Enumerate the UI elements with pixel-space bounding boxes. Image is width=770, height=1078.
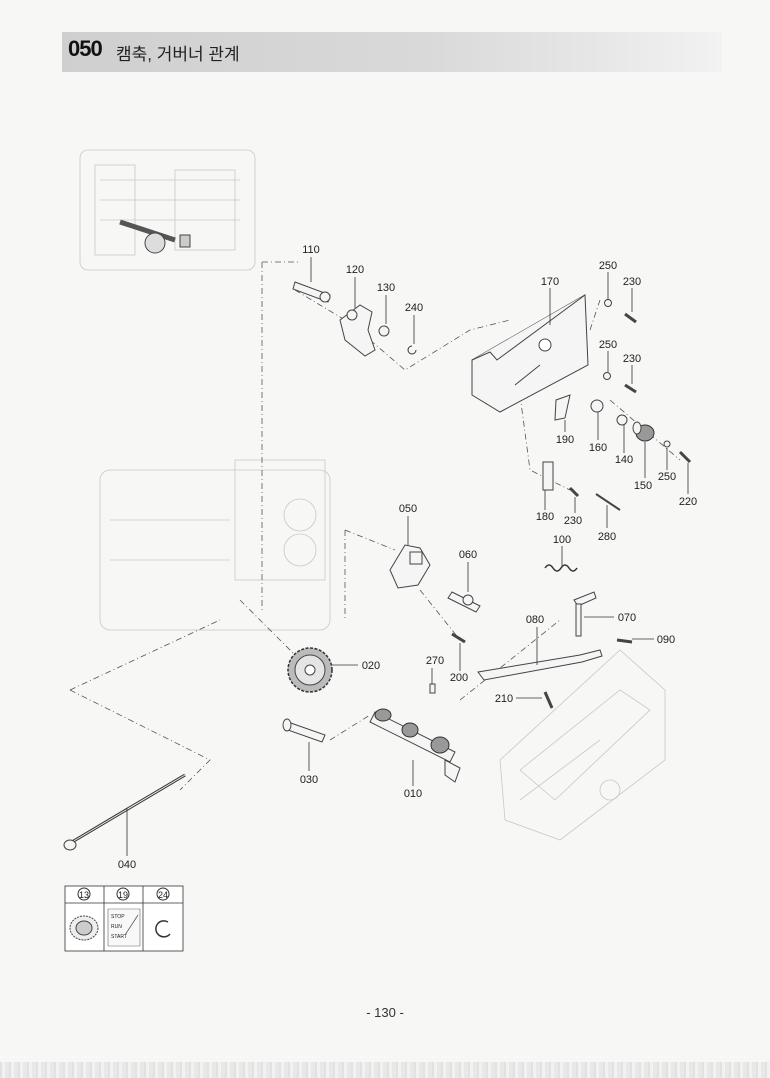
engine-ghost-top <box>79 149 256 271</box>
page-number: - 130 - <box>366 1005 404 1020</box>
legend-plate-detail: STOP RUN START <box>107 908 141 947</box>
part-180-bracket <box>542 461 554 491</box>
part-160-washer <box>590 399 604 413</box>
label-020: 020 <box>362 660 380 672</box>
part-150-knob <box>632 421 655 442</box>
label-270: 270 <box>426 655 444 667</box>
part-250-washer-mid <box>603 372 611 380</box>
label-190: 190 <box>556 434 574 446</box>
part-030-shaft <box>282 718 326 743</box>
legend-gear-detail <box>69 915 99 941</box>
part-230-bolt-top <box>624 312 637 324</box>
part-140-clip <box>616 414 628 426</box>
part-090-bolt <box>616 638 633 644</box>
label-200: 200 <box>450 672 468 684</box>
part-070-lever <box>573 591 597 637</box>
part-270-key <box>429 683 436 694</box>
legend-circle-19 <box>116 887 130 901</box>
label-170: 170 <box>541 276 559 288</box>
label-090: 090 <box>657 634 675 646</box>
part-120-bracket <box>339 304 376 357</box>
assembly-lines <box>69 261 681 791</box>
label-110: 110 <box>302 244 320 256</box>
part-240-clip <box>407 345 417 355</box>
part-130-gear <box>378 325 390 337</box>
part-280-long-bolt <box>595 493 621 511</box>
label-250-top: 250 <box>599 260 617 272</box>
legend-label-run: RUN <box>111 924 122 930</box>
leader-lines <box>126 257 689 856</box>
label-210: 210 <box>495 693 513 705</box>
label-040: 040 <box>118 859 136 871</box>
label-030: 030 <box>300 774 318 786</box>
label-050: 050 <box>399 503 417 515</box>
label-150: 150 <box>634 480 652 492</box>
part-210-bolt <box>543 691 554 709</box>
label-100: 100 <box>553 534 571 546</box>
part-230-bolt-lower <box>568 486 580 498</box>
label-250-low: 250 <box>658 471 676 483</box>
part-060-pin <box>447 591 481 613</box>
legend-e-clip-icon <box>155 920 171 938</box>
label-120: 120 <box>346 264 364 276</box>
legend-circle-24 <box>156 887 170 901</box>
part-170-cover-plate <box>471 294 589 413</box>
part-040-push-rod <box>63 773 186 851</box>
label-230-low: 230 <box>564 515 582 527</box>
label-220: 220 <box>679 496 697 508</box>
section-number: 050 <box>68 36 103 61</box>
detail-legend-box: 13 19 24 STOP RUN START <box>64 885 184 952</box>
legend-label-stop: STOP <box>111 914 125 920</box>
header-band <box>62 32 722 72</box>
legend-col-24: 24 <box>158 890 168 900</box>
label-180: 180 <box>536 511 554 523</box>
part-labels: 110 120 130 240 170 250 230 250 230 190 … <box>118 244 697 871</box>
part-050-governor-bracket <box>389 544 431 589</box>
engine-ghost-middle <box>99 459 331 631</box>
legend-col-19: 19 <box>118 890 128 900</box>
part-020-gear <box>287 647 333 693</box>
label-160: 160 <box>589 442 607 454</box>
scan-edge-strip <box>0 1062 770 1078</box>
legend-label-start: START <box>111 934 127 940</box>
label-140: 140 <box>615 454 633 466</box>
label-280: 280 <box>598 531 616 543</box>
part-100-spring <box>544 564 578 572</box>
part-110-shaft <box>292 281 331 303</box>
label-070: 070 <box>618 612 636 624</box>
engine-ghost-bottom <box>499 649 666 841</box>
label-060: 060 <box>459 549 477 561</box>
part-230-bolt-mid <box>624 383 637 394</box>
part-200-bolt <box>451 632 466 644</box>
legend-col-13: 13 <box>79 890 89 900</box>
legend-circle-13 <box>77 887 91 901</box>
label-080: 080 <box>526 614 544 626</box>
part-250-washer <box>663 440 671 448</box>
label-230-mid: 230 <box>623 353 641 365</box>
label-130: 130 <box>377 282 395 294</box>
label-230-top: 230 <box>623 276 641 288</box>
label-250-mid: 250 <box>599 339 617 351</box>
part-250-washer-top <box>604 299 612 307</box>
part-010-camshaft <box>369 708 461 783</box>
part-080-governor-lever <box>477 649 603 681</box>
label-010: 010 <box>404 788 422 800</box>
label-240: 240 <box>405 302 423 314</box>
section-title: 캠축, 거버너 관계 <box>116 45 240 64</box>
part-220-bolt <box>678 450 692 464</box>
part-190 <box>554 394 571 421</box>
